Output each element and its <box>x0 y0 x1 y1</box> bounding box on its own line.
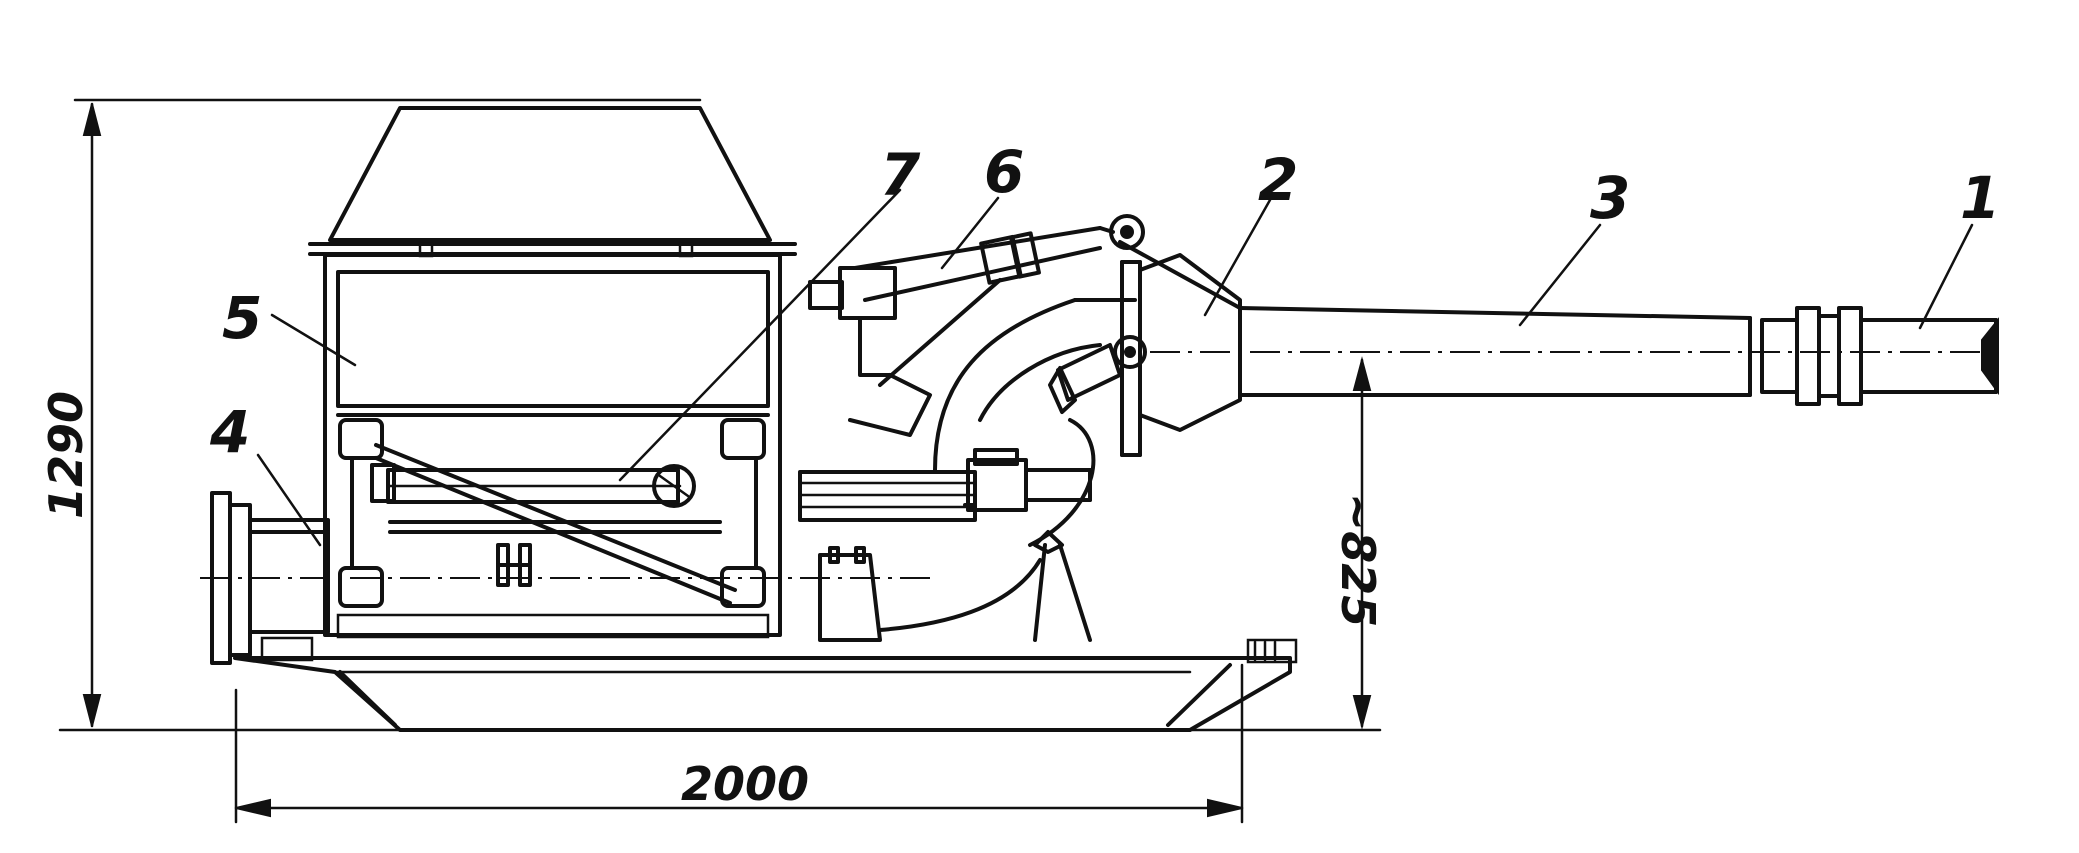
axis-height-dimension <box>1352 356 1372 730</box>
callout-6: 6 <box>984 138 1024 206</box>
callout-leaders <box>256 188 1974 547</box>
callout-1: 1 <box>1960 164 2000 232</box>
lever-rod <box>808 214 1145 437</box>
callout-5: 5 <box>222 284 262 352</box>
axis-height-dimension-label: ~825 <box>1331 493 1385 628</box>
callout-4: 4 <box>209 398 250 466</box>
length-dimension-label: 2000 <box>681 757 809 811</box>
callout-7: 7 <box>880 141 921 209</box>
main-housing <box>323 253 782 639</box>
elbow-housing <box>933 298 1137 547</box>
callout-3: 3 <box>1590 164 1630 232</box>
base-skid <box>233 636 1298 732</box>
height-dimension-label: 1290 <box>39 391 93 519</box>
length-dimension <box>234 663 1244 824</box>
outlet-coupling <box>1760 306 1999 406</box>
support-stand <box>818 530 1092 642</box>
hopper-cover <box>308 106 797 258</box>
boom-pipe <box>1238 306 1752 397</box>
nozzle-head <box>1048 240 1242 457</box>
callout-2: 2 <box>1258 146 1298 214</box>
height-dimension <box>58 98 1382 732</box>
hydraulic-cylinder <box>798 448 1092 522</box>
